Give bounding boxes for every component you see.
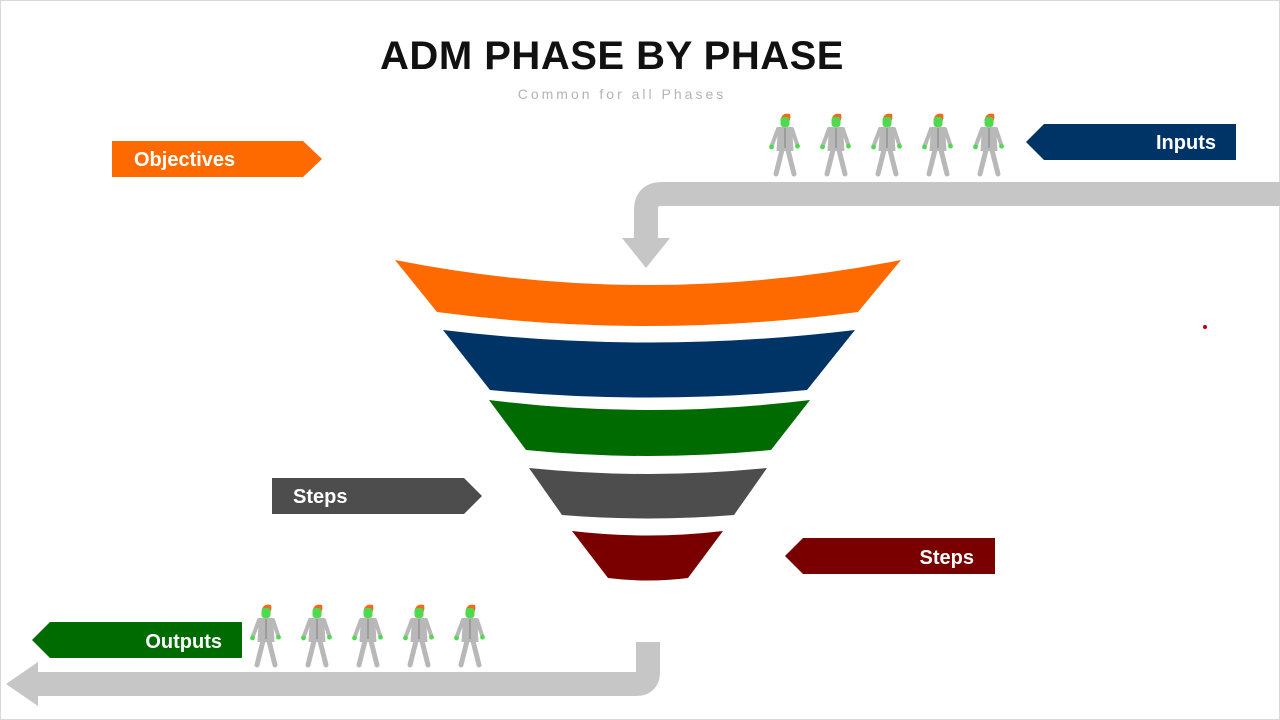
funnel-band-1 [395, 260, 901, 326]
input-connector [634, 182, 1280, 240]
marker-dot [1203, 325, 1207, 329]
walking-person-icon [769, 114, 800, 174]
output-connector [36, 642, 660, 696]
arrow-left-icon [6, 662, 38, 706]
steps-left-tag: Steps [272, 478, 482, 514]
walking-person-icon [973, 114, 1004, 174]
objectives-label: Objectives [134, 149, 235, 171]
funnel-band-3 [489, 400, 810, 456]
funnel-band-4 [529, 468, 767, 519]
outputs-label: Outputs [145, 631, 222, 653]
outputs-tag: Outputs [32, 622, 242, 658]
walking-person-icon [403, 605, 434, 665]
steps-left-label: Steps [293, 486, 347, 508]
inputs-label: Inputs [1156, 132, 1216, 154]
walking-person-icon [922, 114, 953, 174]
slide-subtitle: Common for all Phases [517, 86, 727, 102]
funnel-band-2 [443, 330, 855, 398]
walking-person-icon [454, 605, 485, 665]
walking-person-icon [820, 114, 851, 174]
steps-right-label: Steps [920, 547, 974, 569]
slide-title: ADM PHASE BY PHASE [380, 34, 844, 78]
walking-person-icon [250, 605, 281, 665]
walking-person-icon [352, 605, 383, 665]
walking-person-icon [871, 114, 902, 174]
arrow-down-icon [622, 238, 670, 268]
funnel-band-5 [572, 531, 723, 581]
inputs-tag: Inputs [1026, 124, 1236, 160]
steps-right-tag: Steps [785, 538, 995, 574]
objectives-tag: Objectives [112, 141, 322, 177]
walking-person-icon [301, 605, 332, 665]
